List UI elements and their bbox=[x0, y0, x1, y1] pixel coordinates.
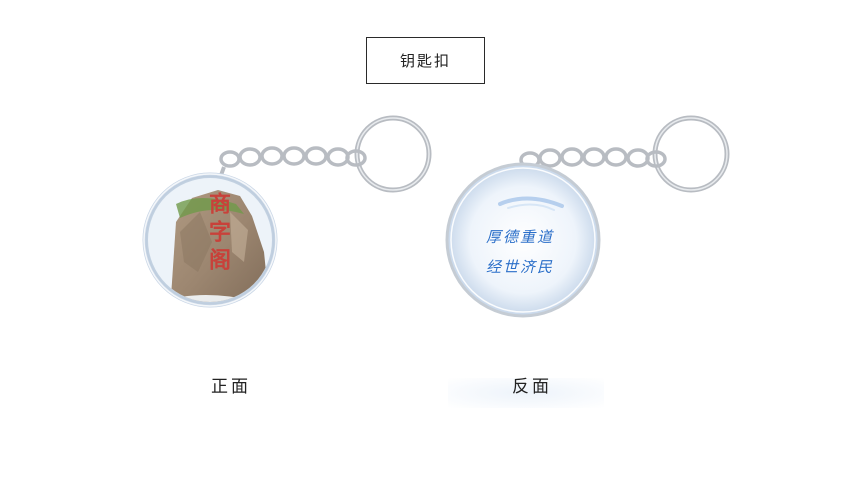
title-box: 钥匙扣 bbox=[366, 37, 485, 84]
page-title: 钥匙扣 bbox=[399, 52, 451, 70]
keychain-front-graphic bbox=[142, 115, 432, 308]
rock-inscription: 商字阁 bbox=[205, 192, 231, 276]
caption-glow bbox=[448, 378, 604, 408]
back-line-2: 经世济民 bbox=[486, 258, 555, 276]
keychain-front: 商字阁 bbox=[140, 112, 440, 332]
cloud-mark bbox=[498, 196, 564, 208]
chain-links bbox=[519, 147, 667, 169]
back-disc bbox=[445, 162, 601, 318]
front-caption: 正面 bbox=[211, 377, 251, 397]
keychain-back-graphic bbox=[445, 115, 730, 318]
keychain-back: 厚德重道 经世济民 bbox=[438, 112, 738, 332]
back-caption: 反面 bbox=[512, 377, 552, 397]
chain-links bbox=[219, 146, 367, 168]
back-line-1: 厚德重道 bbox=[486, 228, 555, 246]
